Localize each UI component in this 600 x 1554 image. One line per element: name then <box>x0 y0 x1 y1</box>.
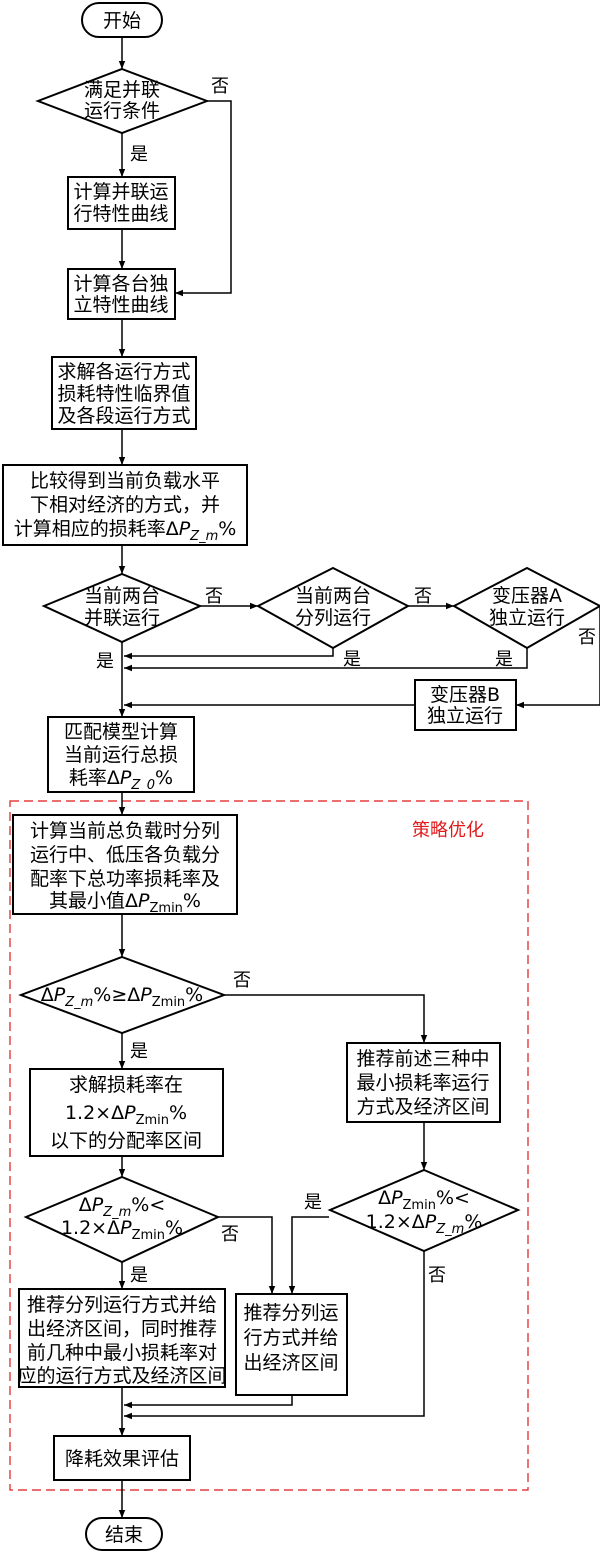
label-yes-cond-lt-left: 是 <box>130 1265 148 1286</box>
label-yes-cond-parallel: 是 <box>130 144 148 165</box>
decision-parallel-condition-line-2: 运行条件 <box>84 100 160 122</box>
calc-parallel-line-2: 行特性曲线 <box>73 203 168 225</box>
process-calc-parallel-curve: 计算并联运 行特性曲线 <box>67 176 176 230</box>
recommend-three-line-3: 方式及经济区间 <box>356 1096 489 1118</box>
recommend-split-line-2: 行方式并给 <box>243 1327 338 1349</box>
calc-total-line-1: 计算当前总负载时分列 <box>30 820 220 842</box>
process-compare-economic: 比较得到当前负载水平 下相对经济的方式，并 计算相应的损耗率ΔPZ_m% <box>2 464 248 546</box>
cond-lt-left-line-2: 1.2×ΔPZmin% <box>61 1217 183 1243</box>
calc-total-line-2: 运行中、低压各负载分 <box>30 844 220 866</box>
end-text: 结束 <box>105 1524 143 1546</box>
trans-a-line-2: 独立运行 <box>489 607 565 629</box>
recommend-split-plus-line-3: 前几种中最小损耗率对 <box>27 1342 217 1364</box>
label-no-cond-ge: 否 <box>233 970 251 991</box>
label-no-cur-parallel: 否 <box>205 586 223 607</box>
calc-total-line-3: 配率下总功率损耗率及 <box>30 868 220 890</box>
start-node: 开始 <box>81 2 163 38</box>
recommend-split-plus-line-4: 应的运行方式及经济区间 <box>17 1365 226 1387</box>
trans-b-line-2: 独立运行 <box>427 705 503 727</box>
process-evaluate: 降耗效果评估 <box>53 1435 191 1481</box>
end-node: 结束 <box>85 1517 163 1551</box>
calc-independent-line-2: 立特性曲线 <box>73 294 168 316</box>
label-no-cond-lt-left: 否 <box>221 1224 239 1245</box>
cond-ge-text: ΔPZ_m%≥ΔPZmin% <box>41 984 203 1010</box>
recommend-split-line-3: 出经济区间 <box>243 1352 338 1374</box>
connectors <box>118 37 600 1518</box>
match-model-line-2: 当前运行总损 <box>64 744 178 766</box>
compare-line-2: 下相对经济的方式，并 <box>30 494 220 516</box>
recommend-three-line-2: 最小损耗率运行 <box>356 1072 489 1094</box>
label-yes-cur-parallel: 是 <box>96 651 114 672</box>
recommend-split-line-1: 推荐分列运 <box>243 1302 338 1324</box>
compare-line-3: 计算相应的损耗率ΔPZ_m% <box>14 518 237 544</box>
decision-ratio-lt-right: ΔPZmin%< 1.2×ΔPZ_m% <box>327 1168 521 1253</box>
recommend-three-line-1: 推荐前述三种中 <box>356 1048 489 1070</box>
solve-ratio-line-3: 以下的分配率区间 <box>50 1130 202 1152</box>
process-recommend-split-plus: 推荐分列运行方式并给 出经济区间，同时推荐 前几种中最小损耗率对 应的运行方式及… <box>17 1288 227 1388</box>
decision-parallel-condition-line-1: 满足并联 <box>84 79 160 101</box>
cond-lt-right-line-1: ΔPZmin%< <box>378 1187 470 1213</box>
trans-a-line-1: 变压器A <box>492 585 562 607</box>
process-solve-modes: 求解各运行方式 损耗特性临界值 及各段运行方式 <box>51 356 197 430</box>
cur-parallel-line-2: 并联运行 <box>84 607 160 629</box>
strategy-label: 策略优化 <box>412 820 484 841</box>
compare-line-1: 比较得到当前负载水平 <box>30 470 220 492</box>
cond-lt-left-line-1: ΔPZ_m%< <box>79 1194 166 1220</box>
trans-b-line-1: 变压器B <box>430 684 500 706</box>
process-recommend-split: 推荐分列运 行方式并给 出经济区间 <box>235 1293 348 1396</box>
strategy-region <box>9 800 529 1491</box>
calc-parallel-line-1: 计算并联运 <box>73 181 168 203</box>
process-solve-distribution: 求解损耗率在 1.2×ΔPZmin% 以下的分配率区间 <box>29 1068 224 1157</box>
label-yes-cond-ge: 是 <box>130 1041 148 1062</box>
solve-ratio-line-2: 1.2×ΔPZmin% <box>65 1102 187 1128</box>
cur-split-line-1: 当前两台 <box>295 585 371 607</box>
recommend-split-plus-line-1: 推荐分列运行方式并给 <box>27 1294 217 1316</box>
decision-current-parallel: 当前两台 并联运行 <box>41 572 203 644</box>
process-recommend-min-three: 推荐前述三种中 最小损耗率运行 方式及经济区间 <box>346 1042 501 1123</box>
solve-modes-line-1: 求解各运行方式 <box>57 361 190 383</box>
match-model-line-3: 耗率ΔPZ_0% <box>69 767 173 793</box>
decision-ratio-ge-min: ΔPZ_m%≥ΔPZmin% <box>18 955 227 1035</box>
label-yes-cur-split: 是 <box>343 649 361 670</box>
match-model-line-1: 匹配模型计算 <box>64 721 178 743</box>
cond-lt-right-line-2: 1.2×ΔPZ_m% <box>366 1211 483 1237</box>
decision-ratio-lt-left: ΔPZ_m%< 1.2×ΔPZmin% <box>23 1175 221 1264</box>
label-yes-trans-a: 是 <box>495 649 513 670</box>
solve-modes-line-2: 损耗特性临界值 <box>57 383 190 405</box>
cur-parallel-line-1: 当前两台 <box>84 585 160 607</box>
process-calc-total-load: 计算当前总负载时分列 运行中、低压各负载分 配率下总功率损耗率及 其最小值ΔPZ… <box>12 814 238 916</box>
label-yes-cond-lt-right: 是 <box>304 1192 322 1213</box>
recommend-split-plus-line-2: 出经济区间，同时推荐 <box>27 1318 217 1340</box>
cur-split-line-2: 分列运行 <box>295 607 371 629</box>
evaluate-text: 降耗效果评估 <box>65 1448 179 1470</box>
process-match-model: 匹配模型计算 当前运行总损 耗率ΔPZ_0% <box>47 716 195 793</box>
start-text: 开始 <box>103 10 141 32</box>
decision-parallel-condition: 满足并联 运行条件 <box>35 67 210 135</box>
label-no-cond-parallel: 否 <box>211 76 229 97</box>
decision-current-split: 当前两台 分列运行 <box>255 566 411 650</box>
label-no-cur-split: 否 <box>414 586 432 607</box>
process-transformer-b: 变压器B 独立运行 <box>414 679 517 731</box>
decision-transformer-a: 变压器A 独立运行 <box>451 566 600 650</box>
calc-total-line-4: 其最小值ΔPZmin% <box>49 890 201 916</box>
solve-ratio-line-1: 求解损耗率在 <box>69 1074 183 1096</box>
calc-independent-line-1: 计算各台独 <box>73 273 168 295</box>
label-no-trans-a: 否 <box>578 627 596 648</box>
process-calc-independent-curve: 计算各台独 立特性曲线 <box>67 268 176 320</box>
label-no-cond-lt-right: 否 <box>428 1265 446 1286</box>
solve-modes-line-3: 及各段运行方式 <box>57 405 190 427</box>
